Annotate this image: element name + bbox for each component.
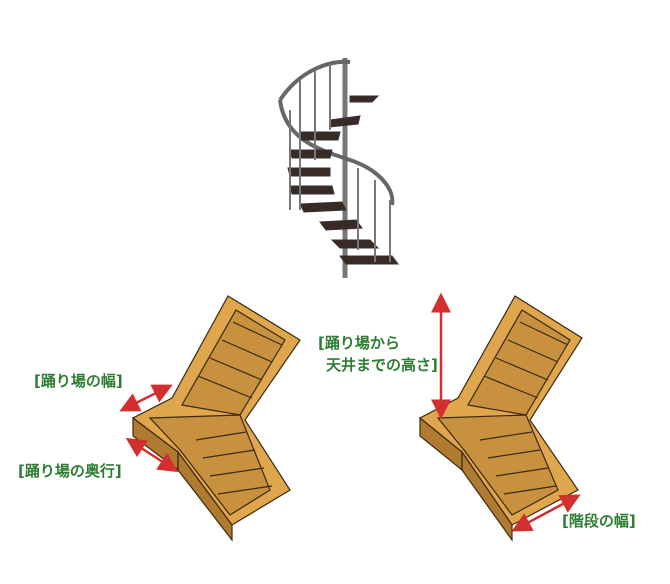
spiral-staircase: [278, 58, 399, 278]
stair-width-label: [階段の幅]: [562, 512, 636, 530]
left-landing-staircase: [131, 295, 301, 542]
stair-width-arrow: [511, 494, 581, 532]
landing-width-label: [踊り場の幅]: [34, 372, 123, 390]
landing-width-arrow: [119, 384, 173, 412]
landing-height-label-line2: 天井までの高さ]: [326, 356, 438, 374]
right-landing-staircase: [418, 295, 583, 542]
landing-height-label-line1: [踊り場から: [318, 334, 400, 352]
landing-depth-arrow: [125, 437, 179, 473]
landing-depth-label: [踊り場の奥行]: [18, 462, 122, 480]
